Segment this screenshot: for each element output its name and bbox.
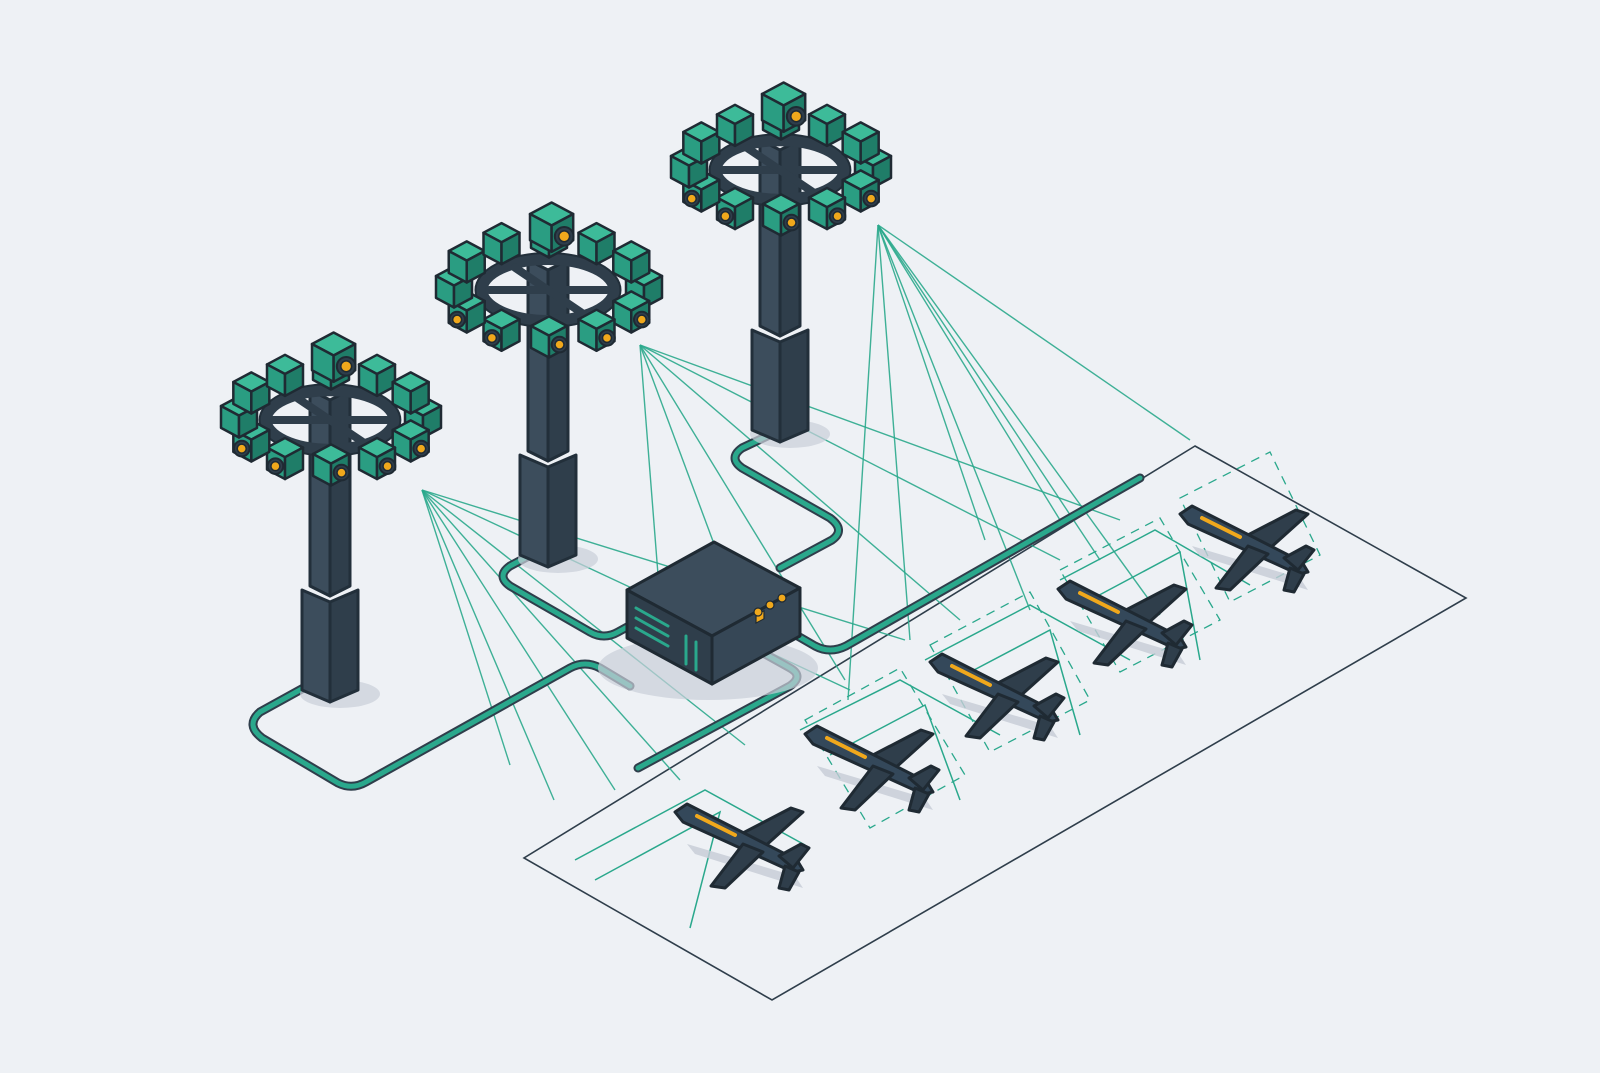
- camera-icon: [482, 221, 521, 266]
- towers: [219, 81, 893, 708]
- airplane-icon: [803, 724, 941, 814]
- coverage-zones: [804, 451, 1321, 829]
- camera-icon: [577, 308, 616, 353]
- camera-icon: [807, 186, 847, 231]
- camera-icon: [357, 436, 397, 481]
- camera-tower-icon: [669, 81, 893, 448]
- camera-icon: [715, 186, 755, 231]
- camera-icon: [357, 353, 397, 398]
- airplane-icon: [1056, 579, 1194, 669]
- camera-icon: [528, 201, 575, 254]
- camera-icon: [760, 81, 807, 134]
- camera-beams: [421, 224, 1191, 801]
- camera-icon: [807, 103, 847, 148]
- camera-icon: [447, 240, 486, 284]
- airplane-icon: [928, 652, 1066, 742]
- camera-icon: [232, 371, 271, 415]
- airplane-icon: [673, 802, 811, 892]
- camera-tower-icon: [434, 201, 664, 573]
- camera-icon: [311, 443, 351, 487]
- aircraft: [673, 504, 1316, 892]
- camera-icon: [529, 315, 569, 359]
- camera-icon: [577, 221, 616, 266]
- server-hub-icon: [598, 540, 818, 700]
- camera-icon: [482, 308, 521, 353]
- apron-area: [522, 445, 1468, 1001]
- camera-icon: [682, 121, 721, 165]
- camera-icon: [391, 371, 430, 415]
- camera-icon: [612, 290, 651, 334]
- camera-tower-icon: [219, 331, 443, 708]
- camera-icon: [612, 240, 651, 284]
- apron-outline: [522, 445, 1468, 1001]
- camera-icon: [841, 121, 880, 165]
- camera-icon: [841, 169, 880, 213]
- camera-icon: [265, 353, 305, 398]
- camera-icon: [715, 103, 755, 148]
- camera-icon: [391, 419, 430, 463]
- camera-icon: [310, 331, 357, 384]
- camera-icon: [761, 193, 801, 237]
- airplane-icon: [1178, 504, 1316, 594]
- camera-icon: [265, 436, 305, 481]
